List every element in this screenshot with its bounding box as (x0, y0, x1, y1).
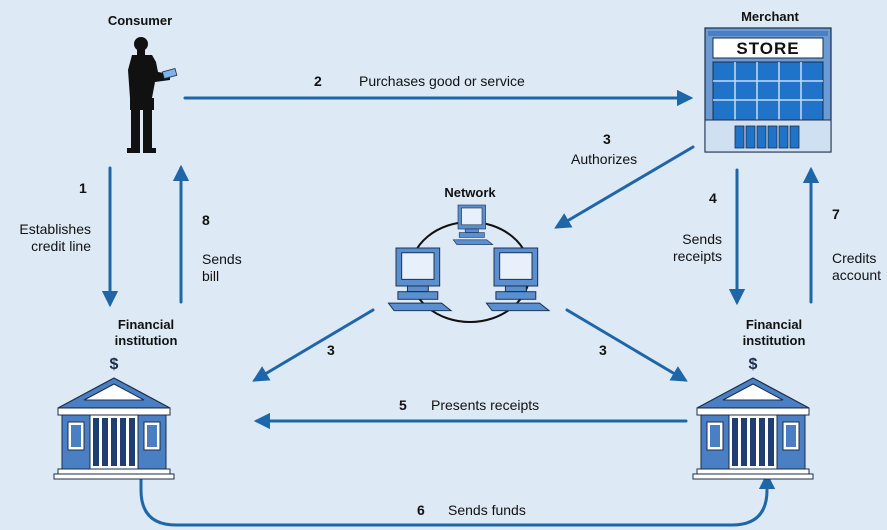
network-computers (387, 204, 550, 323)
step-6-number: 6 (417, 502, 425, 518)
fi-left-label-line1: Financial (117, 317, 175, 332)
step-3-right-number: 3 (599, 342, 607, 358)
step-5-number: 5 (399, 397, 407, 413)
step-7-number: 7 (832, 206, 840, 222)
step-1-label-line1: Establishes (19, 221, 91, 237)
bank-left (53, 377, 175, 480)
step-1-label-line2: credit line (31, 238, 91, 254)
step-4-label-line1: Sends (682, 231, 722, 247)
step-4-label-line2: receipts (672, 248, 722, 264)
consumer-figure (127, 37, 178, 153)
step-7-label-line1: Credits (832, 250, 877, 266)
store-sign: STORE (736, 39, 800, 58)
arrow-step-3-authorize (554, 145, 695, 229)
fi-left-label-line2: institution (114, 333, 178, 348)
step-3-left-number: 3 (327, 342, 335, 358)
arrow-step-6 (139, 470, 776, 527)
step-2-label: Purchases good or service (359, 73, 525, 89)
step-3-number: 3 (603, 131, 611, 147)
arrows (101, 89, 820, 527)
bank-right-dollar: $ (748, 356, 758, 373)
step-8-label-line2: bill (202, 268, 220, 284)
step-1-number: 1 (79, 180, 87, 196)
step-7-label-line2: account (832, 267, 882, 283)
bank-right (692, 377, 814, 480)
store-building (704, 27, 832, 153)
fi-right-label-line1: Financial (745, 317, 803, 332)
arrow-step-3-left (252, 308, 375, 382)
step-8-number: 8 (202, 212, 210, 228)
merchant-label: Merchant (741, 9, 799, 24)
consumer-label: Consumer (107, 13, 173, 28)
step-4-number: 4 (709, 190, 717, 206)
arrow-step-3-right (565, 308, 688, 382)
network-label: Network (444, 185, 496, 200)
step-8-label-line1: Sends (202, 251, 242, 267)
step-5-label: Presents receipts (431, 397, 540, 413)
step-2-number: 2 (314, 73, 322, 89)
fi-right-label-line2: institution (742, 333, 806, 348)
step-3-label: Authorizes (571, 151, 638, 167)
bank-left-dollar: $ (109, 356, 119, 373)
step-6-label: Sends funds (448, 502, 526, 518)
